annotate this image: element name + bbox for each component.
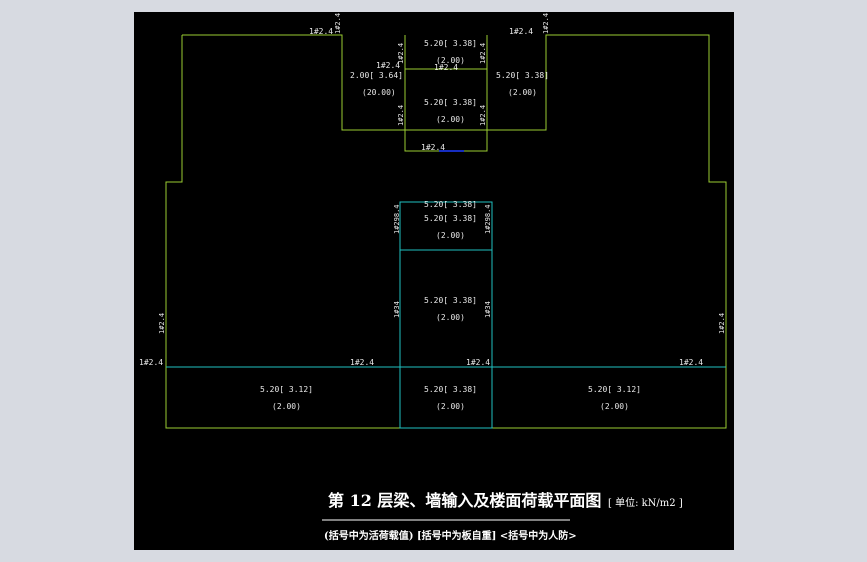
wall-label: 1#2.4: [679, 358, 703, 367]
load-label: 5.20[ 3.38]: [424, 214, 477, 223]
wall-label: 1#298.4: [393, 204, 401, 234]
load-label: 1#2.4: [434, 63, 458, 72]
load-label: 2.00[ 3.64]: [350, 71, 403, 80]
load-label: (2.00): [436, 231, 465, 240]
wall-label: 1#2.4: [479, 43, 487, 64]
wall-label: 1#34: [393, 301, 401, 318]
floor-plan: 1#2.4 1#2.4 1#2.4 1#2.4 1#2.4 1#2.4 1#2.…: [139, 13, 727, 542]
load-label: 5.20[ 3.38]: [424, 98, 477, 107]
load-label: (2.00): [600, 402, 629, 411]
load-label: 5.20[ 3.12]: [260, 385, 313, 394]
load-label: (2.00): [272, 402, 301, 411]
wall-label: 1#298.4: [484, 204, 492, 234]
load-label: 5.20[ 3.38]: [424, 200, 477, 209]
wall-label: 1#2.4: [376, 61, 400, 70]
load-label: (2.00): [436, 402, 465, 411]
wall-label: 1#2.4: [139, 358, 163, 367]
load-label: 5.20[ 3.38]: [424, 385, 477, 394]
wall-label: 1#2.4: [509, 27, 533, 36]
wall-label: 1#2.4: [397, 43, 405, 64]
wall-label: 1#34: [484, 301, 492, 318]
wall-label: 1#2.4: [421, 143, 445, 152]
wall-label: 1#2.4: [158, 313, 166, 334]
load-label: 5.20[ 3.38]: [496, 71, 549, 80]
load-label: (2.00): [508, 88, 537, 97]
load-label: (2.00): [436, 313, 465, 322]
load-label: 5.20[ 3.12]: [588, 385, 641, 394]
wall-label: 1#2.4: [466, 358, 490, 367]
wall-label: 1#2.4: [718, 313, 726, 334]
load-label: (2.00): [436, 56, 465, 65]
load-label: 5.20[ 3.38]: [424, 296, 477, 305]
drawing-canvas: 1#2.4 1#2.4 1#2.4 1#2.4 1#2.4 1#2.4 1#2.…: [134, 12, 734, 550]
load-label: (20.00): [362, 88, 396, 97]
load-label: (2.00): [436, 115, 465, 124]
drawing-title: 第 12 层梁、墙输入及楼面荷载平面图: [328, 491, 601, 510]
wall-label: 1#2.4: [479, 105, 487, 126]
wall-label: 1#2.4: [309, 27, 333, 36]
unit-label: [ 单位: kN/m2 ]: [608, 496, 683, 509]
wall-label: 1#2.4: [542, 13, 550, 34]
wall-label: 1#2.4: [350, 358, 374, 367]
wall-label: 1#2.4: [334, 13, 342, 34]
load-label: 5.20[ 3.38]: [424, 39, 477, 48]
upper-box: [404, 68, 488, 152]
drawing-subtitle: (括号中为活荷载值) [括号中为板自重] <括号中为人防>: [324, 529, 577, 542]
wall-label: 1#2.4: [397, 105, 405, 126]
core-box: [399, 201, 493, 429]
